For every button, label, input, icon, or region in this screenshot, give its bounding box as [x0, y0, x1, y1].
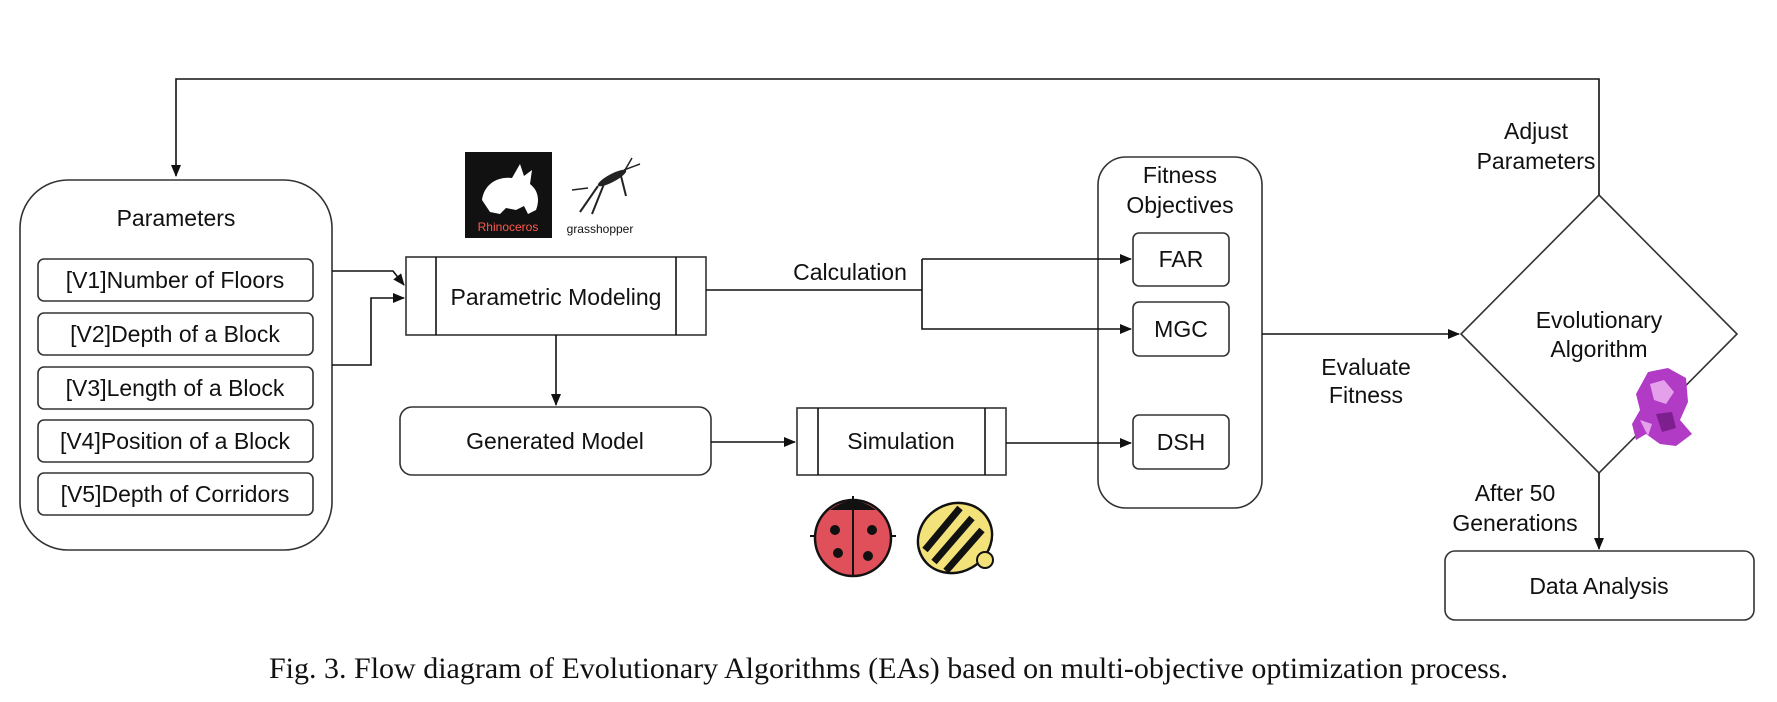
rhino-logo-icon: Rhinoceros: [465, 152, 552, 238]
evolutionary-algorithm-line2: Algorithm: [1550, 336, 1647, 362]
dsh-box: DSH: [1132, 414, 1230, 470]
evolutionary-algorithm-line1: Evolutionary: [1536, 307, 1663, 333]
parametric-modeling-box: Parametric Modeling: [405, 256, 707, 336]
figure-caption: Fig. 3. Flow diagram of Evolutionary Alg…: [269, 652, 1508, 685]
adjust-parameters-line1: Adjust: [1504, 118, 1569, 144]
simulation-box: Simulation: [796, 407, 1007, 476]
parametric-modeling-label: Parametric Modeling: [451, 284, 662, 310]
parameter-item: [V1]Number of Floors: [37, 258, 314, 302]
fitness-title-line2: Objectives: [1126, 192, 1233, 218]
v3-to-modeling-arrow: [332, 293, 405, 366]
parameter-item: [V3]Length of a Block: [37, 366, 314, 410]
grasshopper-icon: grasshopper: [567, 157, 641, 236]
svg-text:DSH: DSH: [1157, 429, 1206, 455]
svg-text:Rhinoceros: Rhinoceros: [478, 220, 539, 234]
feedback-loop-arrow: [171, 78, 1600, 195]
far-box: FAR: [1132, 232, 1230, 287]
fitness-title-line1: Fitness: [1143, 162, 1217, 188]
calculation-label: Calculation: [793, 259, 907, 285]
parameter-item: [V2]Depth of a Block: [37, 312, 314, 356]
v1-to-modeling-arrow: [332, 270, 405, 286]
evolutionary-algorithm-diamond: Evolutionary Algorithm: [1459, 193, 1739, 475]
generated-model-box: Generated Model: [399, 406, 712, 476]
svg-text:MGC: MGC: [1154, 316, 1208, 342]
fitness-objectives-panel: Fitness Objectives FAR MGC DSH: [1097, 156, 1263, 509]
generated-model-label: Generated Model: [466, 428, 644, 454]
parameters-title: Parameters: [117, 205, 236, 231]
svg-text:grasshopper: grasshopper: [567, 222, 634, 236]
parameter-item: [V4]Position of a Block: [37, 419, 314, 463]
mgc-box: MGC: [1132, 301, 1230, 357]
adjust-parameters-line2: Parameters: [1477, 148, 1596, 174]
calculation-to-mgc-arrow: [921, 259, 1132, 334]
evaluate-fitness-line1: Evaluate: [1321, 354, 1411, 380]
svg-text:[V1]Number of Floors: [V1]Number of Floors: [66, 267, 285, 293]
after-generations-line2: Generations: [1452, 510, 1577, 536]
after-generations-line1: After 50: [1475, 480, 1556, 506]
data-analysis-box: Data Analysis: [1444, 550, 1755, 621]
flow-diagram: Parameters [V1]Number of Floors [V2]Dept…: [19, 78, 1755, 621]
evaluate-fitness-line2: Fitness: [1329, 382, 1403, 408]
parameters-panel: Parameters [V1]Number of Floors [V2]Dept…: [19, 179, 333, 551]
simulation-label: Simulation: [847, 428, 954, 454]
svg-text:[V5]Depth of Corridors: [V5]Depth of Corridors: [61, 481, 290, 507]
galapagos-icon: [1632, 368, 1692, 446]
svg-text:FAR: FAR: [1159, 246, 1204, 272]
parameter-item: [V5]Depth of Corridors: [37, 472, 314, 516]
svg-text:[V4]Position of a Block: [V4]Position of a Block: [60, 428, 291, 454]
svg-text:[V2]Depth of a Block: [V2]Depth of a Block: [70, 321, 280, 347]
data-analysis-label: Data Analysis: [1529, 573, 1668, 599]
honeybee-icon: [916, 501, 994, 575]
svg-text:[V3]Length of a Block: [V3]Length of a Block: [66, 375, 285, 401]
ladybug-icon: [810, 496, 896, 578]
